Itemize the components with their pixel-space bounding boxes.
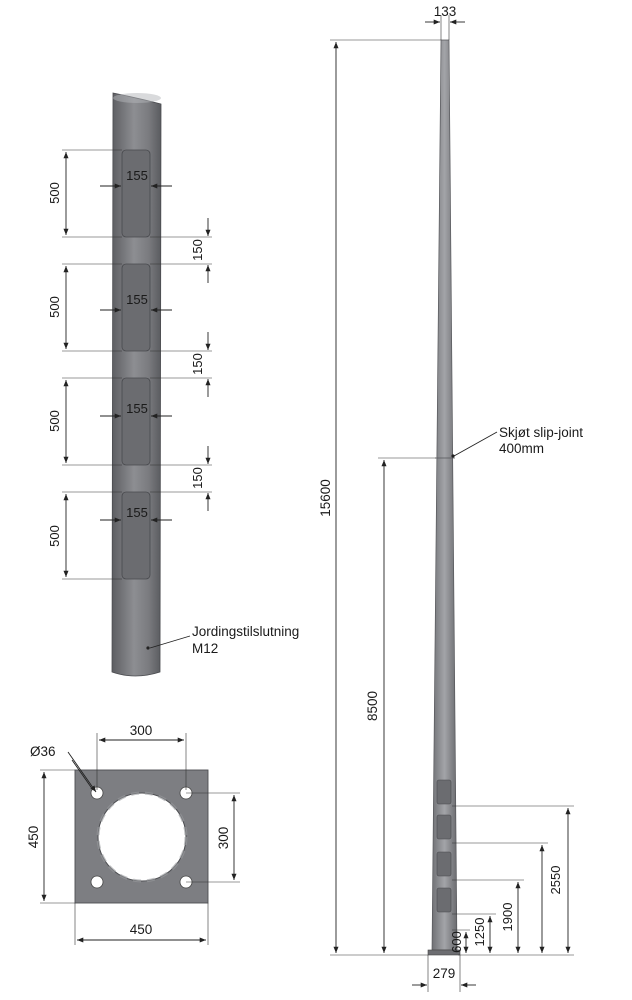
bolt-spacing-vertical: 300 [216, 827, 231, 850]
bolt-hole-3 [90, 875, 104, 889]
door-width-4: 155 [126, 505, 148, 520]
grounding-label-line2: M12 [192, 641, 218, 656]
plate-height: 450 [26, 826, 41, 849]
door-position-1250: 1250 [472, 918, 487, 947]
pole-door-2 [436, 814, 452, 840]
door-width-dims: 155 155 155 155 [100, 168, 172, 523]
base-plate: 300 Ø36 450 300 450 [26, 723, 240, 945]
bolt-diameter-label: Ø36 [30, 744, 56, 759]
door-width-3: 155 [126, 401, 148, 416]
total-height: 15600 [318, 479, 333, 517]
door-height-4: 500 [47, 525, 62, 547]
bottom-diameter: 279 [433, 966, 456, 981]
door-opening-1 [121, 149, 151, 238]
grounding-label-line1: Jordingstilslutning [192, 624, 299, 639]
door-height-1: 500 [47, 182, 62, 204]
gap-dims: 150 150 150 [150, 218, 212, 511]
slip-joint-label-line2: 400mm [499, 441, 544, 456]
section-detail: 500 500 500 500 155 155 155 [47, 92, 299, 677]
pole-door-3 [436, 851, 452, 877]
plate-width: 450 [130, 922, 153, 937]
door-height-2: 500 [47, 296, 62, 318]
door-opening-3 [121, 377, 151, 466]
pole-base-flange [427, 949, 461, 956]
door-position-2550: 2550 [548, 866, 563, 895]
door-position-1900: 1900 [500, 903, 515, 932]
gap-2: 150 [190, 353, 205, 375]
door-width-1: 155 [126, 168, 148, 183]
door-height-dims: 500 500 500 500 [47, 149, 122, 580]
door-width-2: 155 [126, 292, 148, 307]
bolt-spacing-horizontal: 300 [130, 723, 153, 738]
pole-door-4 [436, 887, 452, 913]
gap-1: 150 [190, 239, 205, 261]
pole-elevation: 133 15600 8500 Skjøt slip-joint 400mm 60… [318, 4, 583, 992]
slip-joint-height: 8500 [365, 691, 380, 721]
door-opening-4 [121, 491, 151, 580]
slip-joint-label-line1: Skjøt slip-joint [499, 425, 583, 440]
door-position-600: 600 [449, 931, 464, 953]
pole-shaft [431, 39, 458, 951]
gap-3: 150 [190, 467, 205, 489]
door-opening-2 [121, 263, 151, 352]
door-height-3: 500 [47, 410, 62, 432]
pole-door-1 [436, 779, 452, 805]
top-diameter: 133 [434, 4, 457, 19]
